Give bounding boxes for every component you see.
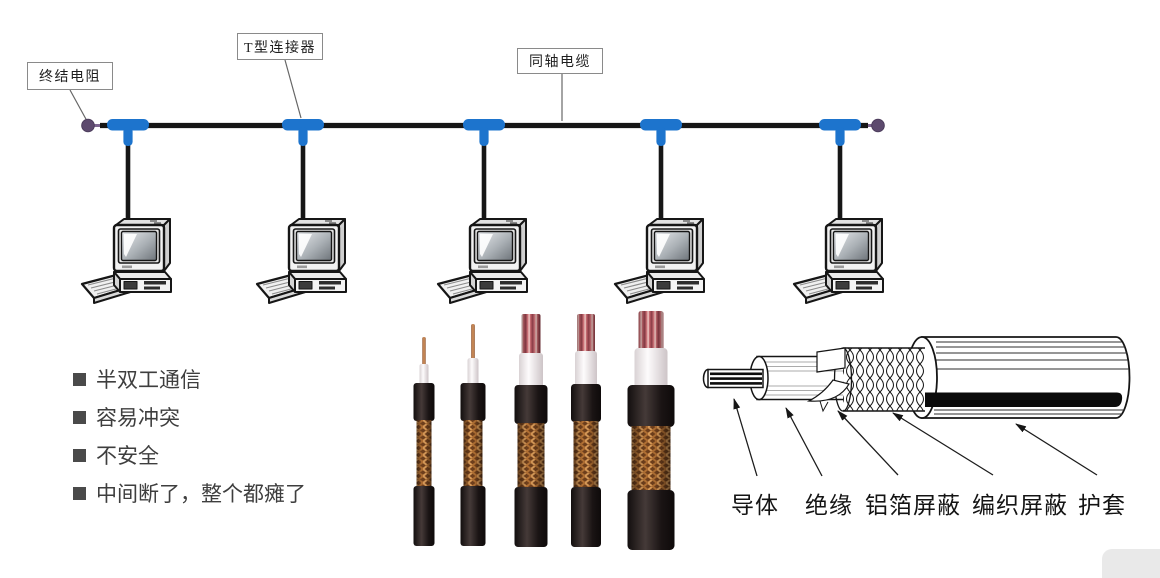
coax-cable-label-box: 同轴电缆 xyxy=(517,48,603,74)
terminator-dot xyxy=(81,118,95,133)
foil-shield-tab xyxy=(816,347,846,373)
notes-list: 半双工通信 容易冲突 不安全 中间断了，整个都瘫了 xyxy=(73,360,306,512)
t-connector-icon xyxy=(640,119,682,146)
callout-leader-lines xyxy=(69,59,563,122)
list-item: 容易冲突 xyxy=(73,398,306,436)
t-connectors xyxy=(107,119,861,146)
note-text: 中间断了，整个都瘫了 xyxy=(96,483,306,506)
terminator-label-box: 终结电阻 xyxy=(27,62,113,90)
desktop-pc-icon xyxy=(255,217,348,305)
coax-cables-photo xyxy=(413,311,675,550)
terminator-label: 终结电阻 xyxy=(39,70,101,85)
list-item: 不安全 xyxy=(73,436,306,474)
part-label-braid-shield: 编织屏蔽 xyxy=(972,493,1068,518)
drop-cables xyxy=(125,140,843,224)
desktop-pc-icon xyxy=(80,217,173,305)
cable-sample xyxy=(413,337,435,546)
square-bullet-icon xyxy=(73,486,86,500)
list-item: 中间断了，整个都瘫了 xyxy=(73,474,306,512)
list-item: 半双工通信 xyxy=(73,360,306,398)
part-label-insulation: 绝缘 xyxy=(805,493,853,518)
cable-sample xyxy=(460,324,486,546)
cable-sample xyxy=(514,314,548,547)
corner-box xyxy=(1102,549,1160,578)
note-text: 不安全 xyxy=(96,445,159,468)
terminator-dot xyxy=(871,118,885,133)
desktop-pc-icon xyxy=(613,217,706,305)
t-connector-icon xyxy=(282,119,324,146)
square-bullet-icon xyxy=(73,372,86,386)
part-label-jacket: 护套 xyxy=(1078,493,1126,518)
label-arrows xyxy=(733,398,1098,477)
t-connector-label: T型连接器 xyxy=(243,40,317,56)
square-bullet-icon xyxy=(73,448,86,462)
cable-sample xyxy=(627,311,675,550)
square-bullet-icon xyxy=(73,410,86,424)
part-label-foil-shield: 铝箔屏蔽 xyxy=(865,493,961,518)
cable-sample xyxy=(571,314,601,547)
desktop-pc-icon xyxy=(792,217,885,305)
t-connector-icon xyxy=(463,119,505,146)
t-connector-label-box: T型连接器 xyxy=(237,33,323,60)
t-connector-icon xyxy=(107,119,149,146)
foil-shield-flap xyxy=(806,379,850,402)
sheath-black-band xyxy=(925,392,1123,407)
t-connector-icon xyxy=(819,119,861,146)
note-text: 半双工通信 xyxy=(96,369,201,392)
bus-topology-diagram xyxy=(69,59,885,305)
coax-cable-label: 同轴电缆 xyxy=(529,55,591,70)
part-label-conductor: 导体 xyxy=(731,493,779,518)
coax-structure-drawing xyxy=(702,336,1131,477)
note-text: 容易冲突 xyxy=(96,407,180,430)
desktop-pc-icon xyxy=(436,217,529,305)
